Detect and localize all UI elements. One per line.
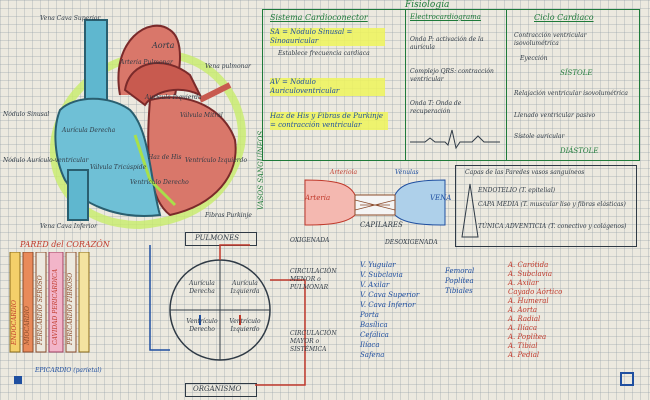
oxigenada-label: OXIGENADA [290, 237, 330, 244]
tunica-text: TÚNICA ADVENTICIA (T. conectivo y coláge… [478, 223, 627, 230]
arteria-item: A. Carótida [508, 261, 549, 269]
pared-layer-4: CAVIDAD PERICÁRDICA [52, 268, 59, 345]
onda-t: Onda T: Onda de recuperación [410, 100, 462, 115]
vena-item: V. Yugular [360, 261, 396, 269]
corner-mark-icon [620, 372, 634, 386]
sa-detail: Establece frecuencia cardiaca [278, 50, 370, 57]
vena-item: Femoral [445, 267, 475, 275]
arteria-item: A. Radial [508, 315, 541, 323]
label-haz-de-his: Haz de His [148, 154, 182, 161]
vena-item: V. Subclavia [360, 271, 403, 279]
sa-text: SA = Nódulo Sinusal = Sinoauricular [270, 28, 385, 46]
vena-item: Ilíaca [360, 341, 380, 349]
ven-der: Ventrículo Derecho [186, 318, 218, 333]
label-ventriculo-izquierdo: Ventrículo Izquierdo [185, 157, 248, 164]
capas-heading: Capas de las Paredes vasos sanguíneos [465, 169, 585, 176]
label-vena-cava-inferior: Vena Cava Inferior [40, 223, 97, 230]
circulation-diagram [149, 244, 306, 386]
arteria-item: A. Poplítea [508, 333, 547, 341]
vena-item: Tibiales [445, 287, 473, 295]
vena-item: V. Axilar [360, 281, 390, 289]
ciclo-item2: Eyección [520, 55, 548, 62]
pared-layer-1: ENDOCARDIO [11, 300, 18, 345]
ecg-heading: Electrocardiograma [410, 13, 481, 21]
venula-label: Vénulas [395, 169, 419, 176]
aur-der: Aurícula Derecha [189, 280, 215, 295]
arteria-item: A. Subclavia [508, 270, 552, 278]
label-vena-pulmonar: Vena pulmonar [205, 63, 251, 70]
diastole-label: DIÁSTOLE [560, 147, 599, 155]
pared-layer-3: PERICARDIO SEROSO [37, 275, 44, 345]
vena-item: V. Cava Superior [360, 291, 420, 299]
aur-izq: Aurícula Izquierda [230, 280, 260, 295]
vena-item: Safena [360, 351, 385, 359]
epicardio-label: EPICARDIO (parietal) [35, 367, 102, 374]
endotelio-text: ENDOTELIO (T. epitelial) [478, 187, 556, 194]
pared-layer-2: MIOCARDIO [24, 306, 31, 345]
organismo-box [185, 383, 257, 397]
ciclo-heading: Ciclo Cardiaco [534, 13, 594, 22]
arteria-label: Arteria [305, 194, 331, 202]
ciclo-item1: Contracción ventricular isovolumétrica [514, 32, 587, 47]
vena-item: Poplítea [445, 277, 474, 285]
vena-item: V. Cava Inferior [360, 301, 416, 309]
ciclo-item4: Llenado ventricular pasivo [514, 112, 596, 119]
corner-mark-icon [14, 376, 22, 384]
arteria-item: A. Axilar [508, 279, 539, 287]
circulacion-mayor: CIRCULACIÓN MAYOR o SISTÉMICA [290, 330, 337, 353]
pulmones-label: PULMONES [195, 234, 240, 242]
onda-p: Onda P: activación de la aurícula [410, 36, 484, 51]
label-auricula-izquierda: Aurícula Izquierda [145, 94, 202, 101]
label-vena-cava-superior: Vena Cava Superior [40, 15, 101, 22]
label-fibras-purkinje: Fibras Purkinje [205, 212, 252, 219]
capas-box [455, 165, 637, 247]
venas2-list: Femoral Poplítea Tibiales [445, 268, 500, 298]
label-nodulo-av: Nódulo Aurículo-ventricular [3, 157, 89, 164]
vessel-diagram [304, 179, 446, 226]
arterias-list: A. Carótida A. Subclavia A. Axilar Cayad… [508, 262, 588, 361]
av-text: AV = Nódulo Auriculoventricular [270, 78, 385, 97]
heart-illustration [49, 19, 246, 230]
vena-item: Cefálica [360, 331, 389, 339]
arteria-item: Cayado Aórtico [508, 288, 563, 296]
vasos-side-label: VASOS SANGUÍNEOS [257, 130, 265, 210]
venas-list: V. Yugular V. Subclavia V. Axilar V. Cav… [360, 262, 435, 362]
ven-izq: Ventrículo Izquierdo [229, 318, 261, 333]
circulacion-menor: CIRCULACIÓN MENOR o PULMONAR [290, 268, 337, 291]
label-valvula-mitral: Válvula Mitral [180, 112, 223, 119]
capas-arrow [461, 183, 479, 238]
vena-item: Basílica [360, 321, 388, 329]
pared-layer-5: PERICARDIO FIBROSO [67, 272, 74, 345]
label-nodulo-sinusal: Nódulo Sinusal [3, 111, 50, 118]
arteria-item: A. Tibial [508, 342, 538, 350]
pared-heading: PARED del CORAZÓN [20, 240, 110, 249]
arteria-item: A. Pedial [508, 351, 540, 359]
arteria-item: A. Aorta [508, 306, 538, 314]
vena-label: VENA [430, 194, 452, 202]
sistema-heading: Sistema Cardioconector [270, 13, 368, 22]
sistole-label: SÍSTOLE [560, 69, 593, 77]
ecg-trace [410, 129, 500, 150]
label-aorta: Aorta [152, 41, 175, 50]
ciclo-item3: Relajación ventricular isovolumétrica [514, 90, 628, 97]
arteriola-label: Arteriola [330, 169, 358, 176]
capa-media-text: CAPA MEDIA (T. muscular liso y fibras el… [478, 201, 626, 208]
ciclo-item5: Sístole auricular [514, 133, 565, 140]
capilares-label: CAPILARES [360, 221, 403, 229]
label-arteria-pulmonar: Arteria Pulmonar [120, 59, 173, 66]
organismo-label: ORGANISMO [193, 385, 242, 393]
vena-item: Porta [360, 311, 379, 319]
desoxigenada-label: DESOXIGENADA [385, 239, 438, 246]
his-text: Haz de His y Fibras de Purkinje = contra… [270, 112, 388, 131]
complejo-qrs: Complejo QRS: contracción ventricular [410, 68, 494, 83]
ciclo-cardiaco-box [506, 9, 640, 161]
label-valvula-tricuspide: Válvula Tricúspide [90, 164, 147, 171]
label-auricula-derecha: Aurícula Derecha [62, 127, 116, 134]
pared-layers [9, 252, 90, 353]
arteria-item: A. Humeral [508, 297, 549, 305]
arteria-item: A. Ilíaca [508, 324, 538, 332]
label-ventriculo-derecho: Ventrículo Derecho [130, 179, 189, 186]
page-title: Fisiología [405, 0, 450, 10]
